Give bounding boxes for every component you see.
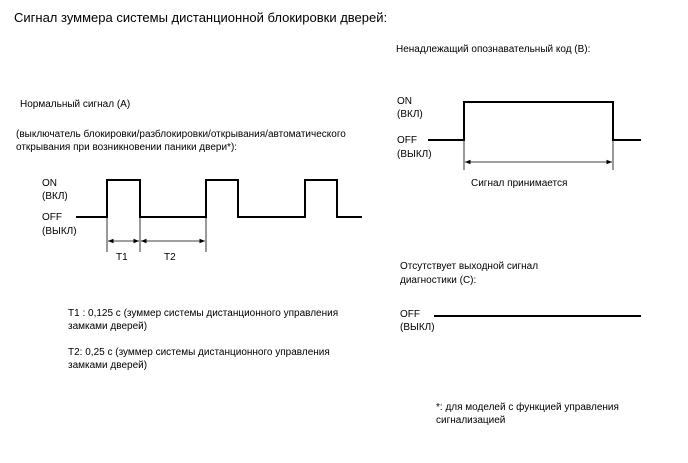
t1-desc-line1: T1 : 0,125 с (зуммер системы дистанционн… [68,308,339,319]
panel-c-off-label-ru: (ВЫКЛ) [400,322,435,333]
panel-c-heading-line1: Отсутствует выходной сигнал [400,261,539,272]
panel-a-desc-line2: открывания при возникновении паники двер… [16,142,238,153]
panel-c-heading-line2: диагностики (C): [400,275,477,286]
page-title: Сигнал зуммера системы дистанционной бло… [14,10,388,25]
t2-desc-line1: T2: 0,25 с (зуммер системы дистанционног… [68,347,330,358]
t1-label: T1 [116,252,128,263]
pulse-b [428,101,641,141]
panel-b-heading: Ненадлежащий опознавательный код (B): [396,44,591,55]
pulse-train-a [76,179,362,218]
t2-label: T2 [164,252,176,263]
panel-a-heading: Нормальный сигнал (A) [20,99,131,110]
t2-desc-line2: замками дверей) [68,360,148,371]
panel-a-off-label-ru: (ВЫКЛ) [42,226,77,237]
panel-c-off-label: OFF [400,309,420,320]
panel-a-on-label-ru: (ВКЛ) [42,191,68,202]
panel-b-on-label-ru: (ВКЛ) [397,109,423,120]
panel-b-off-label-ru: (ВЫКЛ) [397,149,432,160]
panel-a-off-label: OFF [42,212,62,223]
footnote-line2: сигнализацией [436,415,506,426]
panel-b-on-label: ON [397,96,412,107]
signal-received-label: Сигнал принимается [471,178,568,189]
footnote-line1: *: для моделей с функцией управления [436,402,619,413]
panel-b-off-label: OFF [397,135,417,146]
panel-a-desc-line1: (выключатель блокировки/разблокировки/от… [16,129,346,140]
t1-desc-line2: замками дверей) [68,321,148,332]
panel-a-on-label: ON [42,178,57,189]
